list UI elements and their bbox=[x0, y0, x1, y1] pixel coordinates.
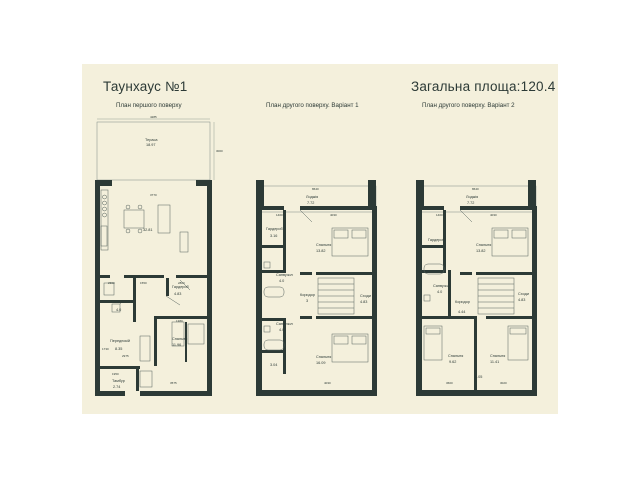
room-area: 4.0 bbox=[437, 290, 442, 294]
room-area: 4.0 bbox=[279, 279, 284, 283]
walls-upper-v2 bbox=[416, 180, 537, 396]
dim-label: 2975 bbox=[122, 354, 129, 358]
room-label: Санвузол bbox=[276, 273, 293, 277]
furniture-upper-v2 bbox=[423, 209, 529, 361]
room-label: Тамбур bbox=[112, 379, 125, 383]
room-label: Лоджія bbox=[466, 195, 478, 199]
dim-label: 4285 bbox=[150, 115, 157, 119]
dim-label: 1730 bbox=[102, 347, 109, 351]
room-area: 13.82 bbox=[316, 249, 326, 253]
dim-label: 1400 bbox=[276, 213, 283, 217]
furniture-upper-v1 bbox=[263, 209, 369, 363]
dim-label: 8640 bbox=[472, 187, 479, 191]
room-area: 4.44 bbox=[458, 310, 465, 314]
room-area: 8.35 bbox=[115, 347, 122, 351]
terrace-outline bbox=[96, 121, 211, 181]
room-label: Гардероб bbox=[428, 238, 446, 242]
room-label: Спальня bbox=[490, 354, 505, 358]
dim-label: 1550 bbox=[140, 281, 147, 285]
page-title: Таунхаус №1 bbox=[103, 79, 188, 94]
room-label: Санвузол bbox=[111, 300, 128, 304]
dim-label: 4030 bbox=[324, 381, 331, 385]
dim-label: 3020 bbox=[500, 381, 507, 385]
room-label: Сходи bbox=[360, 294, 371, 298]
room-label: Спальня bbox=[448, 354, 463, 358]
room-label: Гардероб bbox=[266, 227, 284, 231]
room-label: Коридор bbox=[455, 300, 470, 304]
dim-label: 8640 bbox=[312, 187, 319, 191]
drawing-sheet bbox=[82, 64, 558, 414]
room-area: 3 bbox=[306, 299, 308, 303]
room-area: 3.05 bbox=[475, 375, 482, 379]
walls-upper-v1 bbox=[256, 180, 377, 396]
room-area: 7.72 bbox=[307, 201, 314, 205]
room-label: Коридор bbox=[300, 293, 315, 297]
dim-label: 3000 bbox=[216, 149, 223, 153]
caption-plan1: План першого поверху bbox=[116, 102, 182, 109]
room-area: 4.34 bbox=[430, 245, 437, 249]
plan-upper-floor-v2: Лоджія 7.72 Гардероб 4.34 Спальня 13.82 … bbox=[416, 180, 537, 396]
caption-plan2: План другого поверху. Варіант 1 bbox=[266, 102, 359, 109]
furniture-ground bbox=[100, 189, 205, 388]
room-label: Спальня bbox=[316, 243, 331, 247]
room-label: Спальня bbox=[172, 337, 187, 341]
room-area: 3.16 bbox=[270, 234, 277, 238]
dim-label: 4030 bbox=[330, 213, 337, 217]
room-area: 9.62 bbox=[449, 360, 456, 364]
dim-label: 1950 bbox=[112, 372, 119, 376]
room-area: 11.41 bbox=[490, 360, 499, 364]
walls-ground bbox=[95, 180, 212, 396]
room-area: 4.0 bbox=[279, 328, 284, 332]
room-area: 13.82 bbox=[476, 249, 486, 253]
room-label: Гардероб bbox=[172, 285, 190, 289]
dim-label: 1400 bbox=[436, 213, 443, 217]
room-area: 4.83 bbox=[360, 300, 367, 304]
room-label: Спальня bbox=[316, 355, 331, 359]
room-area: 2.74 bbox=[113, 385, 120, 389]
dim-label: 4030 bbox=[490, 213, 497, 217]
room-label: Спальня bbox=[476, 243, 491, 247]
room-area: 32.81 bbox=[143, 228, 153, 232]
room-area: 7.72 bbox=[467, 201, 474, 205]
dim-label: 3770 bbox=[150, 193, 157, 197]
room-label: Передпокій bbox=[110, 339, 130, 343]
plan-ground-floor: Тераса 18.97 32.81 Санвузол 4.0 Гардероб… bbox=[95, 115, 223, 396]
dim-label: 1380 bbox=[176, 319, 183, 323]
dim-label: 2360 bbox=[108, 281, 115, 285]
room-label: Тераса bbox=[145, 138, 158, 142]
dim-label: 2800 bbox=[178, 281, 185, 285]
room-label: Лоджія bbox=[306, 195, 318, 199]
room-label: Сходи bbox=[518, 292, 529, 296]
room-area: 18.97 bbox=[146, 143, 156, 147]
dim-label: 3575 bbox=[170, 381, 177, 385]
room-area: 11.96 bbox=[172, 343, 181, 347]
total-area: Загальна площа:120.4 bbox=[411, 79, 556, 94]
plan-upper-floor-v1: Лоджія 7.72 Гардероб 3.16 Спальня 13.82 … bbox=[256, 180, 377, 396]
room-label: Санвузол bbox=[433, 284, 450, 288]
dim-label: 3600 bbox=[446, 381, 453, 385]
room-area: 3.04 bbox=[270, 363, 277, 367]
room-area: 4.83 bbox=[174, 292, 181, 296]
caption-plan3: План другого поверху. Варіант 2 bbox=[422, 102, 515, 109]
room-area: 16.09 bbox=[316, 361, 326, 365]
room-area: 4.83 bbox=[518, 298, 525, 302]
room-area: 4.0 bbox=[116, 308, 121, 312]
room-label: Санвузол bbox=[276, 322, 293, 326]
